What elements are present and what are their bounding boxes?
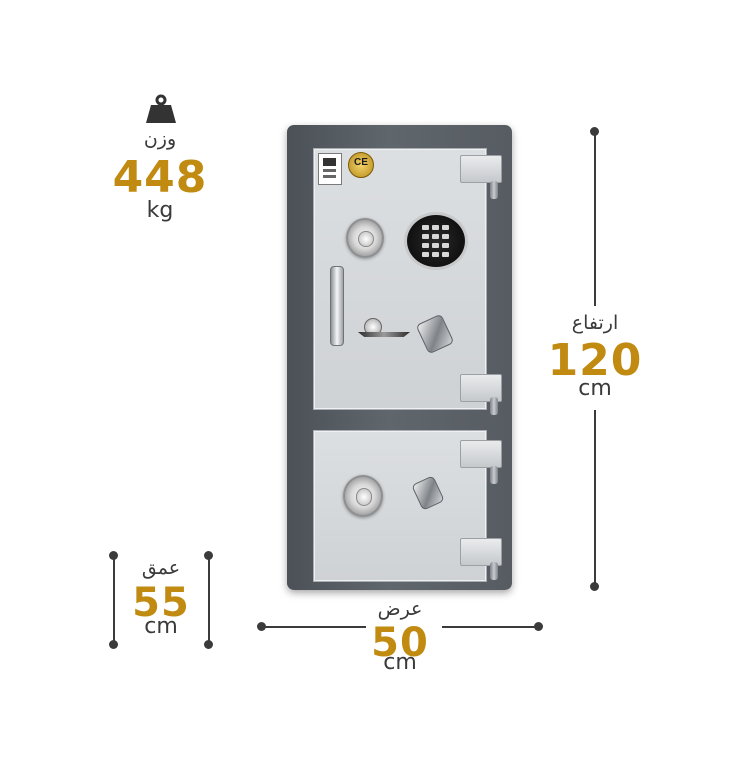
electronic-keypad[interactable] [404, 212, 468, 270]
combination-dial-upper[interactable] [346, 218, 384, 258]
hinge-4 [460, 538, 502, 566]
height-value: 120 [547, 335, 643, 386]
model-badge [318, 153, 342, 185]
weight-label: وزن [143, 128, 177, 150]
hinge-pin-3 [490, 466, 498, 484]
width-dimension-line-right [442, 626, 538, 628]
depth-value: 55 [132, 580, 190, 626]
brand-logo-plate [358, 318, 410, 340]
height-dimension-line-top [594, 132, 596, 306]
depth-dot-tl [109, 551, 118, 560]
weight-value: 448 [112, 152, 208, 203]
depth-dot-tr [204, 551, 213, 560]
lower-door [313, 430, 487, 582]
depth-dot-bl [109, 640, 118, 649]
height-label: ارتفاع [571, 312, 619, 334]
depth-dimension-line-left [113, 556, 115, 644]
height-unit: cm [578, 376, 612, 401]
depth-dot-br [204, 640, 213, 649]
hinge-pin-1 [490, 181, 498, 199]
depth-label: عمق [141, 557, 181, 579]
width-dot-right [534, 622, 543, 631]
width-dot-left [257, 622, 266, 631]
depth-unit: cm [144, 614, 178, 639]
width-unit: cm [383, 650, 417, 675]
combination-dial-lower[interactable] [343, 475, 383, 517]
hinge-pin-4 [490, 562, 498, 580]
door-handle[interactable] [330, 266, 344, 346]
width-dimension-line-left [262, 626, 366, 628]
hinge-1 [460, 155, 502, 183]
depth-dimension-line-right [208, 556, 210, 644]
height-dot-bottom [590, 582, 599, 591]
hinge-3 [460, 440, 502, 468]
hinge-pin-2 [490, 397, 498, 415]
ce-badge: CE [348, 152, 374, 178]
weight-unit: kg [146, 198, 174, 223]
height-dot-top [590, 127, 599, 136]
width-value: 50 [371, 620, 429, 666]
height-dimension-line-bottom [594, 410, 596, 586]
width-label: عرض [377, 598, 423, 620]
weight-icon [144, 94, 178, 124]
